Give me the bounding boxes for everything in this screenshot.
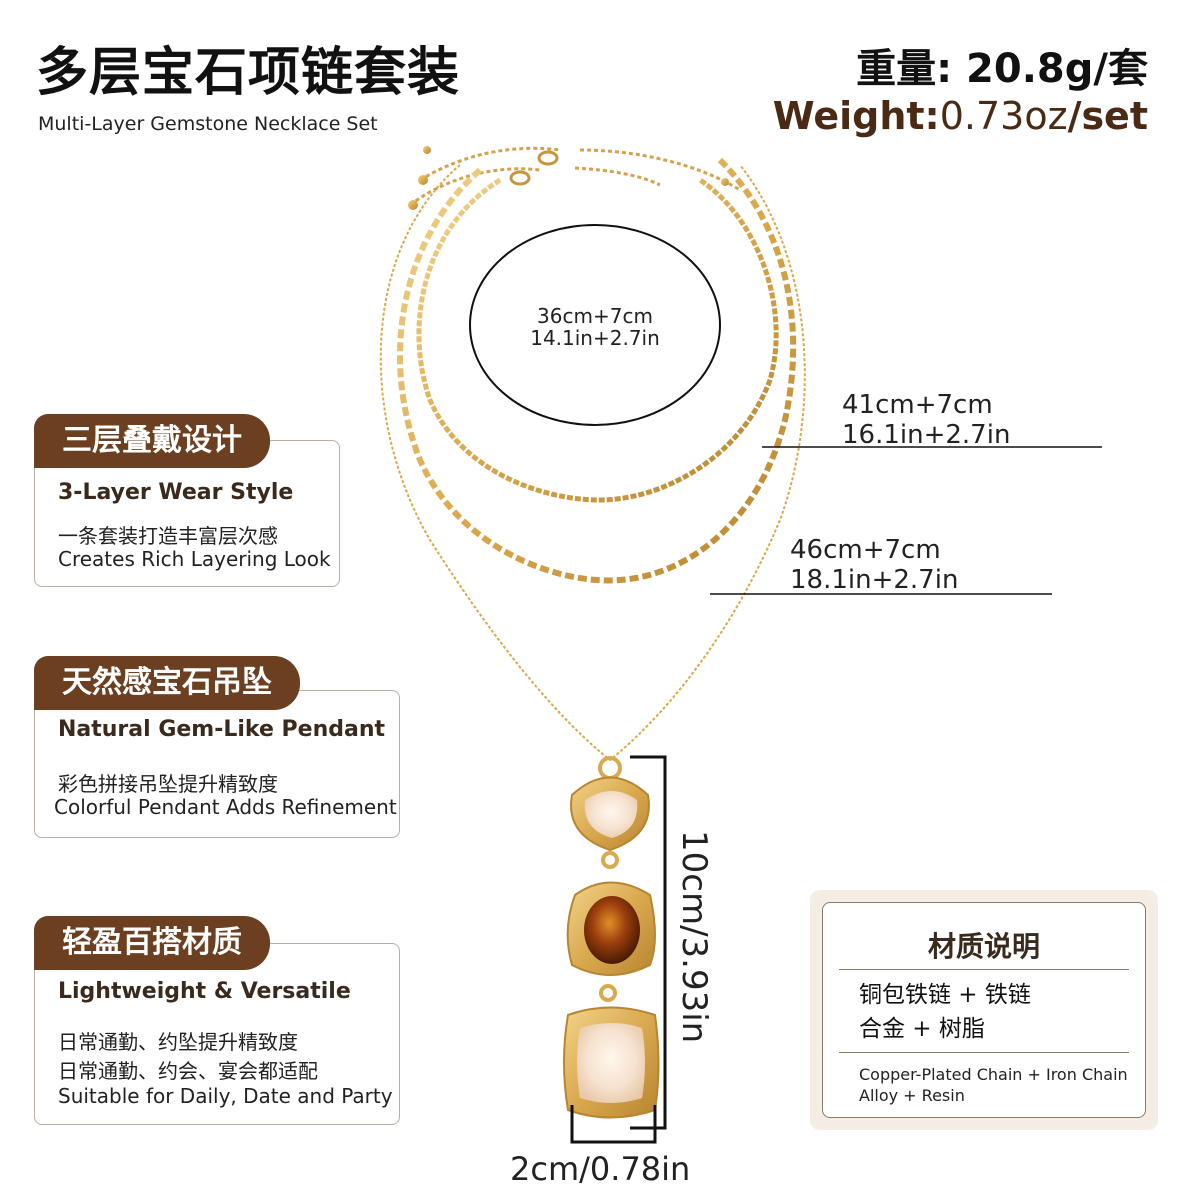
weight-en-unit: /set — [1067, 94, 1148, 138]
weight-en-value: 0.73oz — [939, 94, 1068, 138]
feature-desc-cn-material-2: 日常通勤、约会、宴会都适配 — [58, 1059, 318, 1083]
feature-card-pendant — [34, 690, 400, 838]
weight-en-label: Weight: — [772, 94, 940, 138]
outer-length-label: 46cm+7cm 18.1in+2.7in — [790, 535, 958, 595]
lobster-clasp — [537, 150, 559, 166]
material-divider-top — [839, 969, 1129, 970]
feature-desc-en-layering: Creates Rich Layering Look — [58, 547, 331, 571]
inner-length-in: 14.1in+2.7in — [530, 326, 660, 350]
outer-length-cm: 46cm+7cm — [790, 535, 941, 565]
inner-length-label: 36cm+7cm 14.1in+2.7in — [470, 305, 720, 349]
extender-chains — [409, 146, 741, 207]
material-cn-line2: 合金 + 树脂 — [859, 1016, 985, 1042]
pendant — [563, 756, 660, 1119]
material-card: 材质说明 铜包铁链 + 铁链 合金 + 树脂 Copper-Plated Cha… — [810, 890, 1158, 1130]
material-en-line2: Alloy + Resin — [859, 1086, 965, 1105]
chain-end-bead — [408, 200, 418, 210]
pendant-length-label: 10cm/3.93in — [674, 830, 714, 1044]
feature-card-material — [34, 943, 400, 1125]
pendant-width-bracket — [570, 1105, 657, 1144]
middle-length-in: 16.1in+2.7in — [842, 420, 1011, 450]
feature-desc-cn-material-1: 日常通勤、约坠提升精致度 — [58, 1030, 298, 1054]
middle-lips-chain — [397, 157, 797, 584]
inner-length-oval — [469, 224, 721, 426]
feature-desc-en-pendant: Colorful Pendant Adds Refinement — [54, 795, 397, 819]
inner-rope-chain — [416, 177, 779, 503]
pendant-width-label: 2cm/0.78in — [510, 1150, 691, 1188]
page-title: 多层宝石项链套装 — [36, 43, 461, 103]
weight-cn: 重量: 20.8g/套 — [856, 46, 1148, 92]
weight-en: Weight:0.73oz/set — [773, 94, 1148, 138]
pendant-length-bracket — [630, 755, 667, 1130]
material-title: 材质说明 — [927, 930, 1040, 963]
feature-title-pendant: Natural Gem-Like Pendant — [58, 717, 386, 742]
material-cn-line1: 铜包铁链 + 铁链 — [859, 982, 1031, 1008]
feature-title-material: Lightweight & Versatile — [58, 979, 351, 1004]
chain-end-bead — [721, 178, 729, 186]
middle-length-label: 41cm+7cm 16.1in+2.7in — [842, 390, 1010, 450]
material-card-inner: 材质说明 铜包铁链 + 铁链 合金 + 树脂 Copper-Plated Cha… — [822, 902, 1146, 1118]
feature-tag-material: 轻盈百搭材质 — [34, 916, 270, 970]
outer-fine-chain — [379, 164, 806, 762]
feature-desc-cn-pendant: 彩色拼接吊坠提升精致度 — [58, 772, 278, 796]
feature-tag-layering: 三层叠戴设计 — [34, 414, 270, 468]
material-divider-bottom — [839, 1052, 1129, 1053]
feature-title-layering: 3-Layer Wear Style — [58, 480, 294, 505]
page-subtitle: Multi-Layer Gemstone Necklace Set — [38, 113, 378, 135]
chain-end-bead — [418, 175, 428, 185]
outer-length-in: 18.1in+2.7in — [790, 565, 959, 595]
inner-length-cm: 36cm+7cm — [537, 304, 653, 328]
feature-desc-en-material: Suitable for Daily, Date and Party — [58, 1084, 393, 1108]
chain-end-bead — [423, 146, 431, 154]
feature-desc-cn-layering: 一条套装打造丰富层次感 — [58, 524, 278, 548]
lobster-clasp — [509, 170, 531, 186]
material-en-line1: Copper-Plated Chain + Iron Chain — [859, 1065, 1128, 1084]
feature-tag-pendant: 天然感宝石吊坠 — [34, 656, 300, 710]
middle-length-cm: 41cm+7cm — [842, 390, 993, 420]
